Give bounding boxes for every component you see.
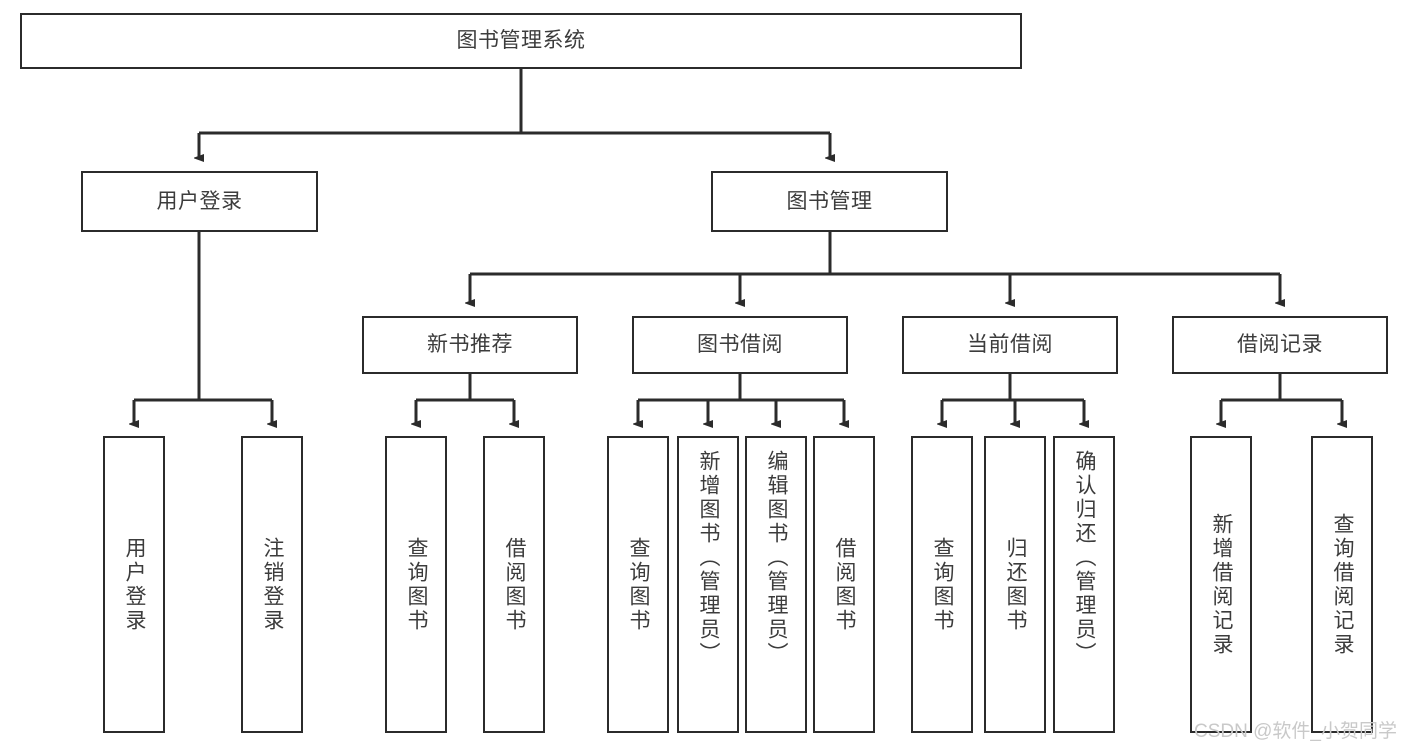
node-leaf-edit-book[interactable]: 编辑图书（管理员） — [745, 436, 807, 733]
node-leaf-query-book-recommend-label: 查询图书 — [405, 536, 429, 633]
node-current-borrow[interactable]: 当前借阅 — [902, 316, 1118, 374]
node-leaf-return-book[interactable]: 归还图书 — [984, 436, 1046, 733]
node-leaf-borrow-book-recommend-label: 借阅图书 — [503, 536, 527, 633]
node-leaf-edit-book-label: 编辑图书（管理员） — [765, 450, 789, 666]
node-leaf-query-book-borrow-label: 查询图书 — [627, 536, 651, 633]
node-borrow-record[interactable]: 借阅记录 — [1172, 316, 1388, 374]
node-leaf-query-book-current[interactable]: 查询图书 — [911, 436, 973, 733]
node-leaf-return-book-label: 归还图书 — [1004, 536, 1028, 633]
node-leaf-add-borrow-record-label: 新增借阅记录 — [1210, 512, 1234, 657]
node-leaf-borrow-book-recommend[interactable]: 借阅图书 — [483, 436, 545, 733]
node-leaf-query-borrow-record[interactable]: 查询借阅记录 — [1311, 436, 1373, 733]
node-leaf-confirm-return-label: 确认归还（管理员） — [1073, 450, 1097, 666]
node-leaf-query-book-recommend[interactable]: 查询图书 — [385, 436, 447, 733]
node-leaf-add-book[interactable]: 新增图书（管理员） — [677, 436, 739, 733]
node-leaf-user-logout[interactable]: 注销登录 — [241, 436, 303, 733]
node-leaf-query-book-borrow[interactable]: 查询图书 — [607, 436, 669, 733]
node-root[interactable]: 图书管理系统 — [20, 13, 1022, 69]
node-leaf-user-login[interactable]: 用户登录 — [103, 436, 165, 733]
node-borrow-record-label: 借阅记录 — [1237, 333, 1323, 357]
node-user-login-label: 用户登录 — [156, 189, 243, 213]
node-root-label: 图书管理系统 — [456, 29, 586, 53]
node-leaf-borrow-book[interactable]: 借阅图书 — [813, 436, 875, 733]
node-book-borrow[interactable]: 图书借阅 — [632, 316, 848, 374]
node-book-manage[interactable]: 图书管理 — [711, 171, 948, 232]
node-leaf-user-logout-label: 注销登录 — [261, 536, 285, 633]
node-leaf-add-borrow-record[interactable]: 新增借阅记录 — [1190, 436, 1252, 733]
node-new-book-recommend-label: 新书推荐 — [427, 333, 513, 357]
node-leaf-query-book-current-label: 查询图书 — [931, 536, 955, 633]
node-user-login[interactable]: 用户登录 — [81, 171, 318, 232]
node-leaf-confirm-return[interactable]: 确认归还（管理员） — [1053, 436, 1115, 733]
node-book-manage-label: 图书管理 — [786, 189, 873, 213]
node-current-borrow-label: 当前借阅 — [967, 333, 1053, 357]
node-new-book-recommend[interactable]: 新书推荐 — [362, 316, 578, 374]
node-leaf-user-login-label: 用户登录 — [123, 536, 147, 633]
node-leaf-borrow-book-label: 借阅图书 — [833, 536, 857, 633]
watermark: CSDN @软件_小贺同学 — [1194, 721, 1397, 742]
node-leaf-add-book-label: 新增图书（管理员） — [697, 450, 721, 666]
node-leaf-query-borrow-record-label: 查询借阅记录 — [1331, 512, 1355, 657]
node-book-borrow-label: 图书借阅 — [697, 333, 783, 357]
